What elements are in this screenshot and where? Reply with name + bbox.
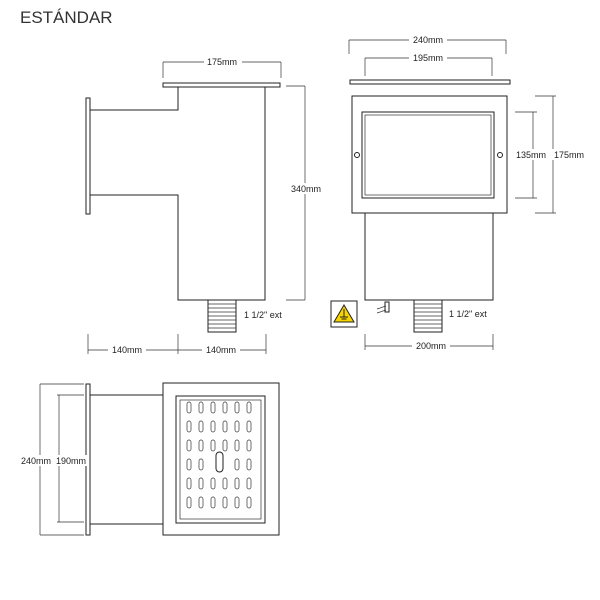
top-inner-height-dimension: 190mm <box>53 394 89 523</box>
lid-handle <box>215 451 224 473</box>
top-box <box>162 382 280 536</box>
front-opening-inner <box>364 114 492 196</box>
front-view: 1 1/2" ext 240mm 19 <box>330 34 586 351</box>
front-body-outline <box>364 213 494 301</box>
front-outlet-pipe <box>413 299 443 333</box>
front-outer-height-dimension: 175mm <box>535 95 586 214</box>
front-screw-right <box>497 152 503 158</box>
top-view: 240mm 190mm <box>19 382 280 536</box>
lid-slots <box>186 401 252 509</box>
side-connection-label: 1 1/2" ext <box>244 310 282 320</box>
front-top-inner-label: 195mm <box>413 53 443 63</box>
side-body-outline <box>90 87 266 301</box>
top-outer-height-label: 240mm <box>21 456 51 466</box>
side-lid <box>162 82 281 88</box>
front-opening-outer <box>361 111 495 199</box>
side-height-label: 340mm <box>291 184 321 194</box>
front-bottom-dimension: 200mm <box>364 334 494 351</box>
top-throat-outline <box>90 394 163 525</box>
side-bottom-dimensions: 140mm 140mm <box>87 334 267 355</box>
front-inner-height-dimension: 135mm <box>513 111 549 199</box>
side-top-width-label: 175mm <box>207 57 237 67</box>
electrical-hazard-icon <box>330 300 358 328</box>
front-screw-left <box>354 152 360 158</box>
top-lid-inner <box>179 399 262 520</box>
earth-connector <box>376 301 390 314</box>
page-title: ESTÁNDAR <box>20 8 113 27</box>
side-view: 1 1/2" ext 175mm 340mm 140mm 140mm <box>85 56 325 355</box>
front-top-inner-dimension: 195mm <box>364 52 493 76</box>
top-lid-outer <box>175 395 266 524</box>
side-height-dimension: 340mm <box>286 85 325 301</box>
top-inner-height-label: 190mm <box>56 456 86 466</box>
front-frame <box>351 95 508 214</box>
side-flange <box>85 97 91 215</box>
side-bottom-right-label: 140mm <box>206 345 236 355</box>
front-inner-height-label: 135mm <box>516 150 546 160</box>
side-outlet-pipe <box>207 299 237 333</box>
front-top-outer-dimension: 240mm <box>348 34 507 54</box>
side-bottom-left-label: 140mm <box>112 345 142 355</box>
front-top-outer-label: 240mm <box>413 35 443 45</box>
front-lid <box>349 79 511 85</box>
side-top-dimension: 175mm <box>162 56 282 78</box>
front-bottom-width-label: 200mm <box>416 341 446 351</box>
front-connection-label: 1 1/2" ext <box>449 309 487 319</box>
top-outer-height-dimension: 240mm <box>19 383 84 536</box>
front-outer-height-label: 175mm <box>554 150 584 160</box>
